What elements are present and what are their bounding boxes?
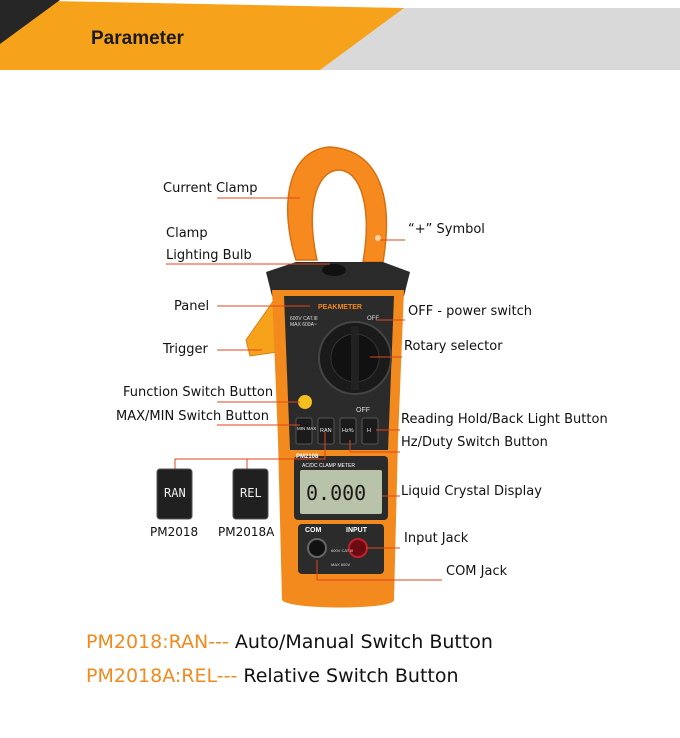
current-clamp-jaw	[286, 146, 388, 263]
meter-title-text: AC/DC CLAMP METER	[302, 463, 355, 469]
ran-button	[317, 417, 335, 445]
variant-ran-button	[156, 468, 193, 520]
callout-plus-symbol: “+” Symbol	[408, 222, 485, 237]
leader-com-jack	[316, 560, 442, 581]
legend-code-2: PM2018A:REL	[86, 665, 217, 687]
callout-function-switch: Function Switch Button	[123, 385, 274, 400]
ran-text: RAN	[320, 428, 332, 434]
leader-lines-left	[166, 197, 330, 426]
banner-dark-corner	[0, 0, 60, 44]
legend-desc-1: Auto/Manual Switch Button	[228, 631, 493, 653]
jack-max-text: MAX 600V	[331, 562, 350, 567]
variant-rel-button	[232, 468, 269, 520]
lighting-bulb	[322, 264, 346, 276]
leader-hz-duty	[349, 440, 400, 453]
callout-clamp: Clamp	[166, 226, 208, 241]
clamp-head	[266, 262, 410, 296]
variant-rel-text: REL	[240, 486, 262, 500]
rotary-grip	[351, 326, 359, 390]
leader-lines-right	[174, 239, 442, 581]
legend-line-1: PM2018:RAN--- Auto/Manual Switch Button	[86, 631, 493, 653]
jack-rating-text: 600V CAT.III	[331, 548, 353, 553]
callout-current-clamp: Current Clamp	[163, 181, 258, 196]
callout-rotary: Rotary selector	[404, 339, 503, 354]
banner-orange-band	[0, 0, 404, 70]
rating-text: 600V CAT.III	[290, 316, 318, 322]
com-jack	[307, 538, 327, 558]
function-switch-button	[298, 395, 312, 409]
max-current-text: MAX 600A~	[290, 322, 317, 328]
callout-com-jack: COM Jack	[446, 564, 508, 579]
callout-trigger: Trigger	[163, 342, 208, 357]
hold-text: H	[367, 428, 371, 434]
page-title: Parameter	[91, 28, 184, 49]
legend-code-1: PM2018:RAN	[86, 631, 209, 653]
callout-reading-hold: Reading Hold/Back Light Button	[401, 412, 608, 427]
legend-desc-2: Relative Switch Button	[237, 665, 459, 687]
legend-dashes-2: ---	[216, 665, 238, 687]
callout-maxmin-switch: MAX/MIN Switch Button	[116, 409, 269, 424]
off-top-label: OFF	[367, 316, 379, 322]
variant-caption-pm2018: PM2018	[150, 525, 199, 539]
legend-line-2: PM2018A:REL--- Relative Switch Button	[86, 665, 459, 687]
hz-text: Hz%	[342, 428, 354, 434]
callout-lcd: Liquid Crystal Display	[401, 484, 542, 499]
callout-panel: Panel	[174, 299, 210, 314]
variant-caption-pm2018a: PM2018A	[218, 525, 275, 539]
brand-text: PEAKMETER	[318, 304, 362, 311]
callout-input-jack: Input Jack	[404, 531, 469, 546]
lcd-screen	[300, 470, 382, 514]
hz-button	[339, 417, 357, 445]
input-jack-label: INPUT	[346, 527, 368, 534]
callout-lighting-bulb: Lighting Bulb	[166, 248, 252, 263]
plus-symbol-mark	[375, 235, 381, 241]
callout-off-power: OFF - power switch	[408, 304, 532, 319]
maxmin-text: MIN MAX	[297, 426, 316, 431]
callout-hz-duty: Hz/Duty Switch Button	[401, 435, 548, 450]
off-bottom-label: OFF	[356, 407, 370, 414]
banner-graphic	[0, 0, 680, 70]
jack-panel	[298, 524, 384, 574]
model-text: PM2108	[296, 454, 319, 460]
legend-dashes-1: ---	[208, 631, 229, 653]
com-jack-label: COM	[305, 527, 322, 534]
variant-ran-text: RAN	[164, 486, 186, 500]
hold-button	[361, 417, 379, 445]
lcd-reading: 0.000	[306, 481, 366, 505]
header-banner: Parameter	[0, 0, 680, 72]
leader-variants	[174, 432, 326, 470]
maxmin-button	[295, 417, 313, 445]
